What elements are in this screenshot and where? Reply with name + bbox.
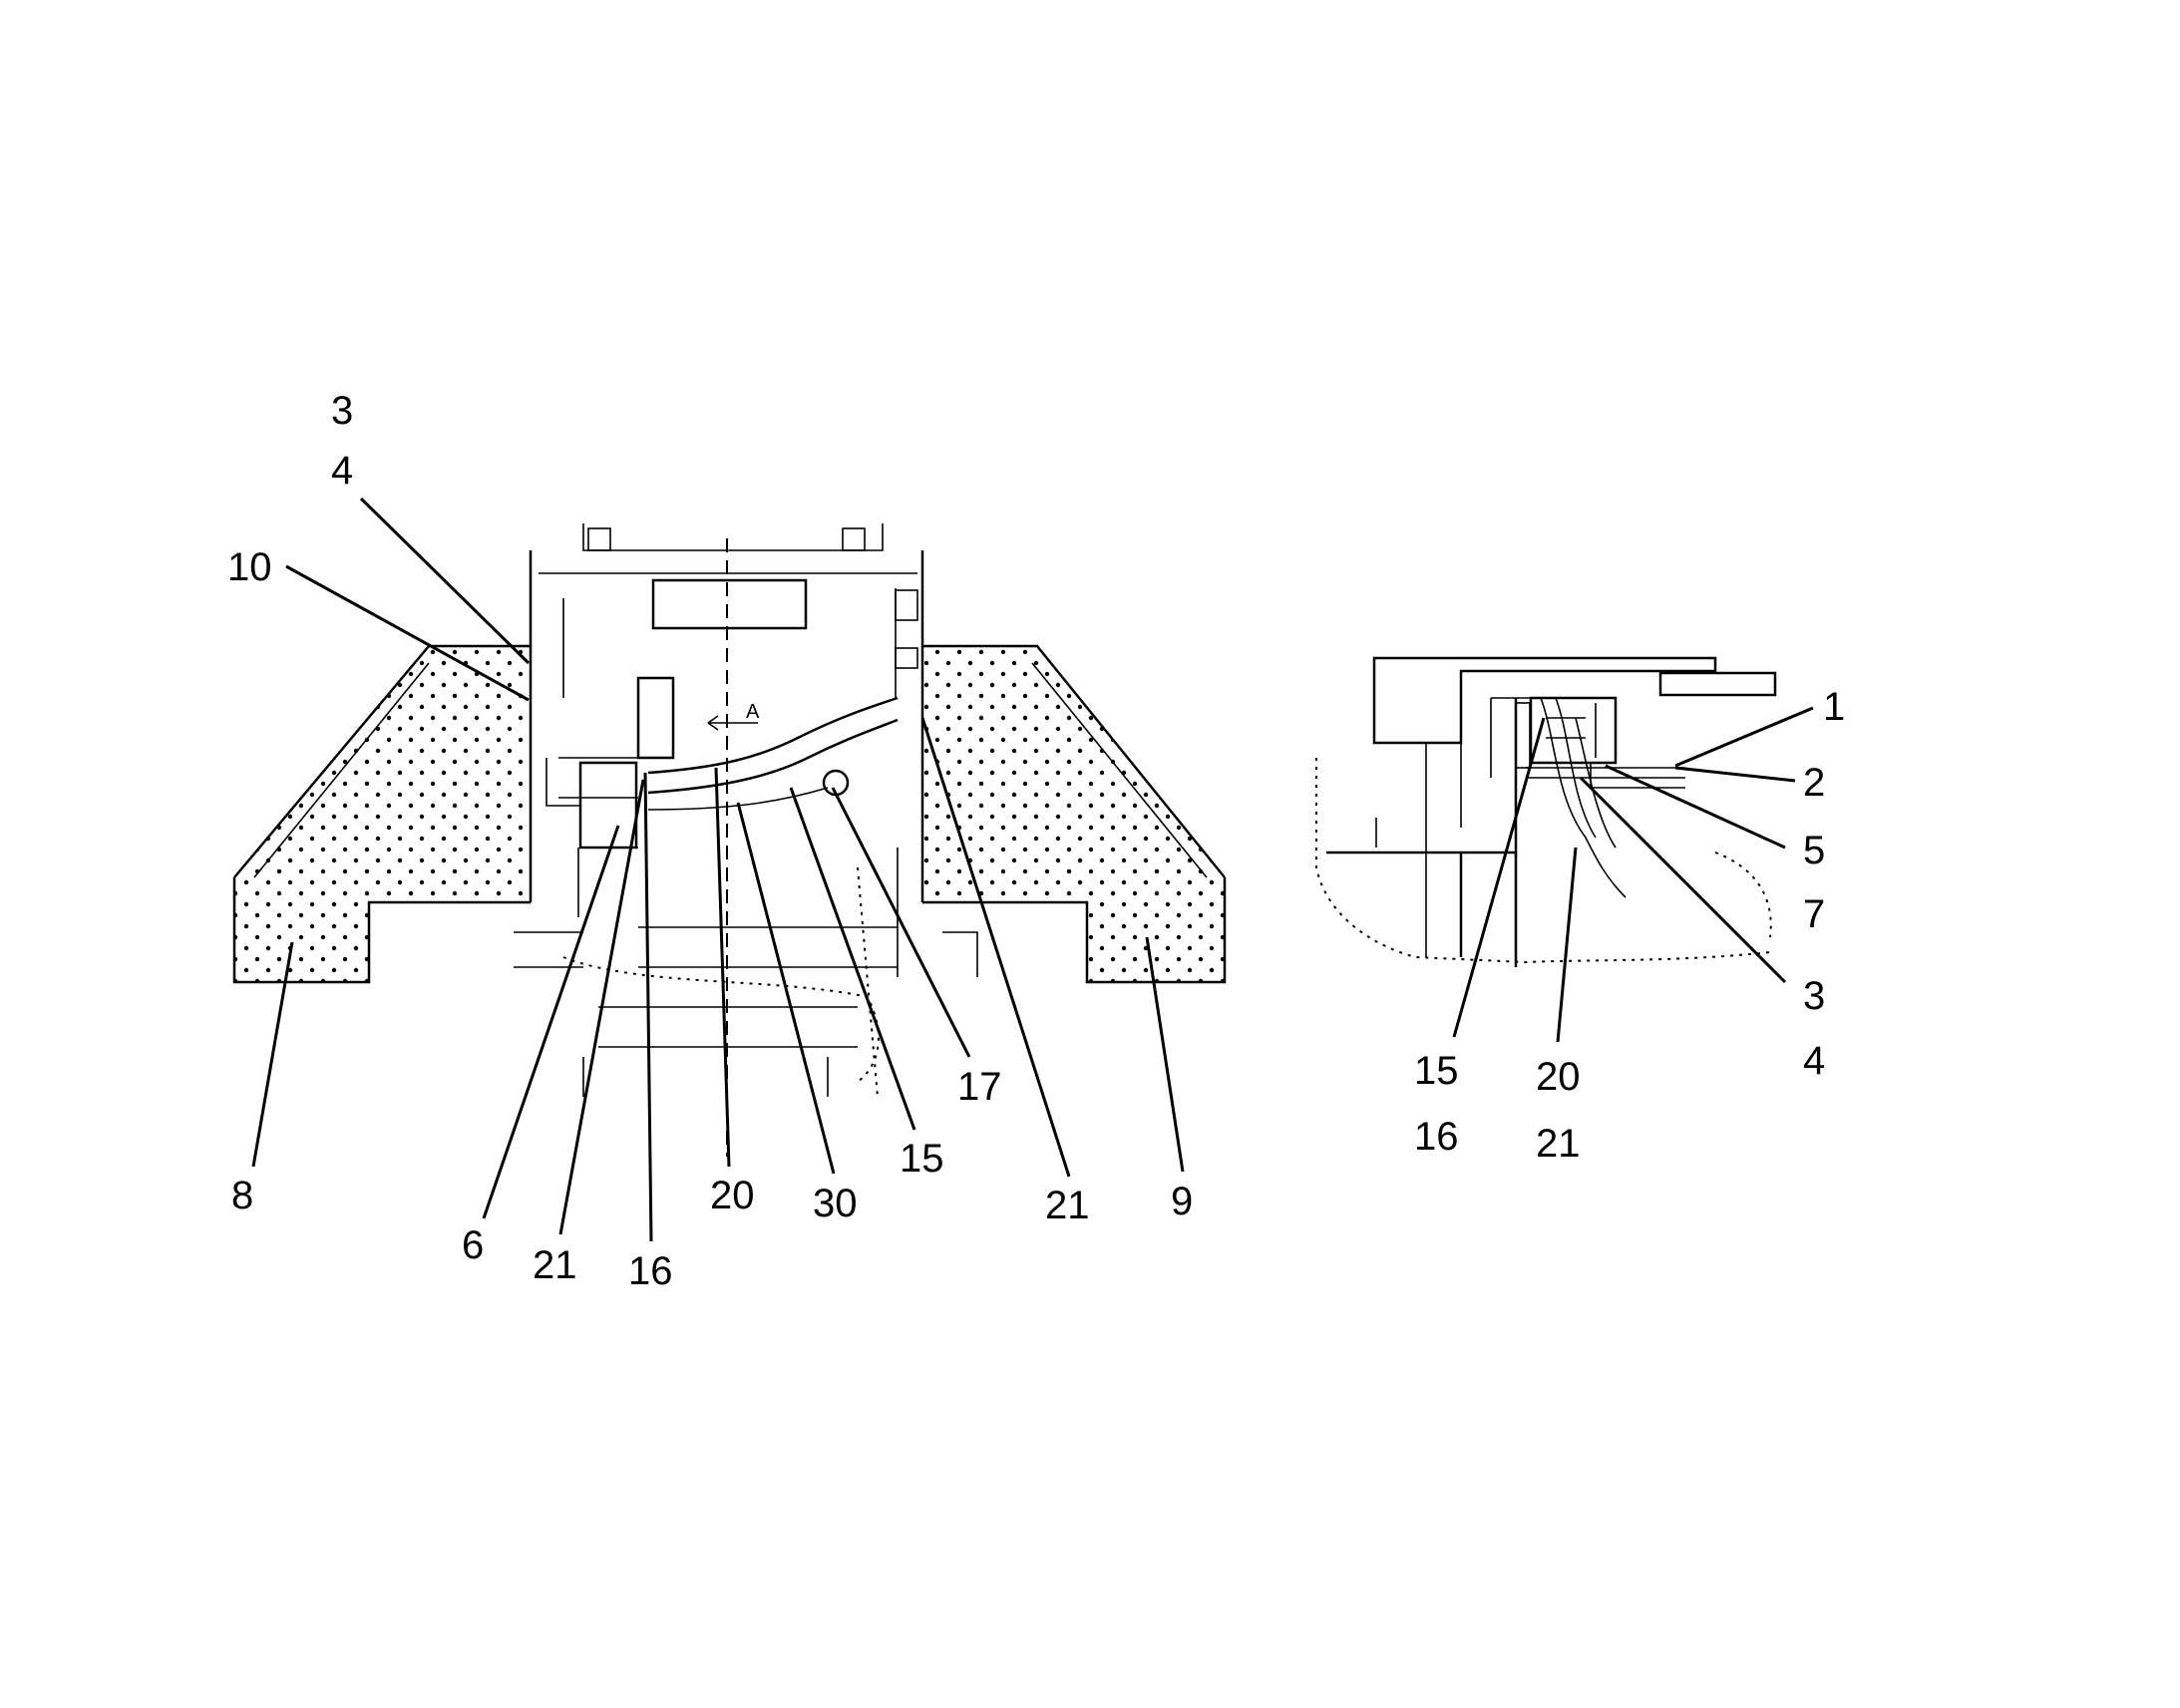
callout-15-right: 15: [1414, 1049, 1459, 1093]
callout-7: 7: [1803, 892, 1825, 936]
callout-15-left: 15: [900, 1137, 944, 1181]
callout-4-left: 4: [331, 449, 353, 493]
callout-17: 17: [957, 1065, 1002, 1109]
view-arrow-label: A: [746, 701, 760, 723]
left-wing-panel: [234, 646, 531, 982]
pump-unit: [1529, 696, 1618, 765]
callout-20-right: 20: [1536, 1055, 1581, 1099]
callout-5: 5: [1803, 829, 1825, 872]
callout-16-left: 16: [628, 1249, 673, 1293]
callout-8: 8: [231, 1174, 253, 1217]
valve-block: [636, 676, 675, 760]
callout-6: 6: [462, 1223, 484, 1267]
callout-1: 1: [1823, 685, 1845, 729]
callout-10: 10: [227, 545, 272, 589]
callout-20-left: 20: [710, 1174, 755, 1217]
callout-21-left: 21: [533, 1243, 577, 1287]
callout-3-left: 3: [331, 389, 353, 433]
callout-2: 2: [1803, 761, 1825, 805]
motor-body: [578, 761, 638, 850]
callout-9: 9: [1171, 1180, 1193, 1223]
leader-lines: [251, 497, 1814, 1242]
left-view-drawing: [232, 523, 1227, 1157]
callout-30: 30: [813, 1182, 858, 1225]
callout-labels: 3 4 10 8 6 21 16 20 30 15 17 21 9 1 2 5 …: [227, 389, 1845, 1293]
callout-21-right: 21: [1536, 1122, 1581, 1166]
callout-21-right-of-left: 21: [1045, 1184, 1090, 1227]
callout-3-right: 3: [1803, 974, 1825, 1018]
right-wing-panel: [922, 646, 1225, 982]
right-view-drawing: [1315, 656, 1777, 967]
top-block: [1658, 671, 1777, 697]
center-top-plate: [651, 578, 808, 630]
callout-4-right: 4: [1803, 1039, 1825, 1083]
callout-16-right: 16: [1414, 1115, 1459, 1159]
upper-housing: [1372, 656, 1717, 745]
